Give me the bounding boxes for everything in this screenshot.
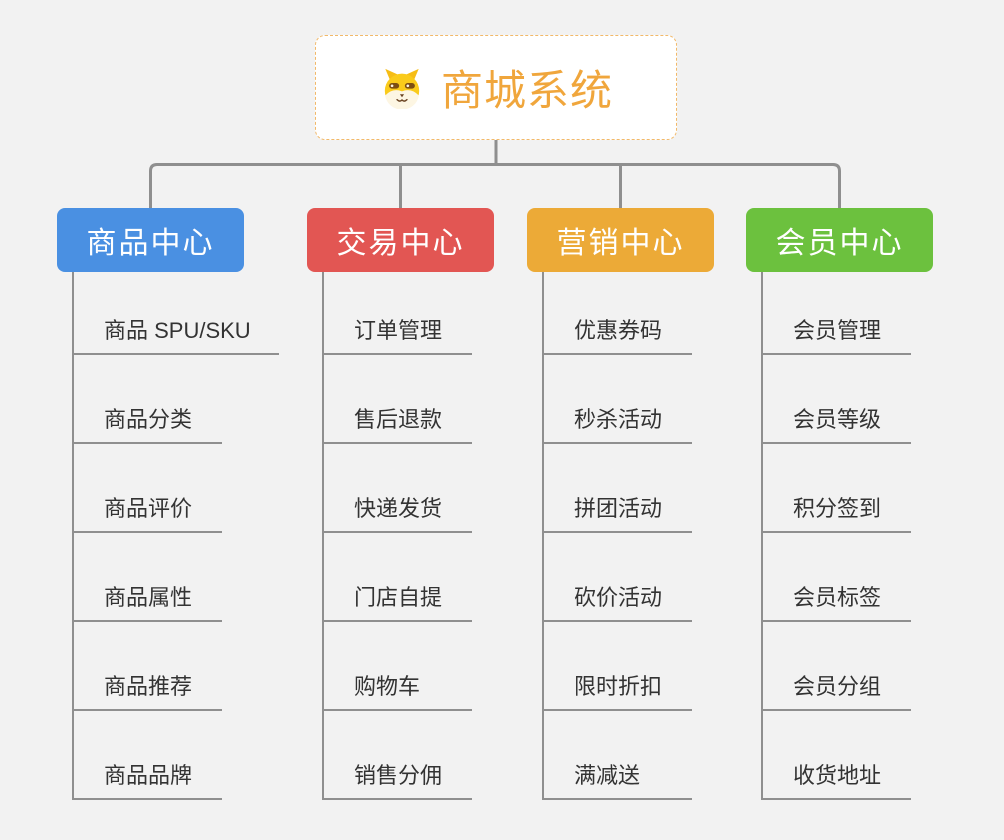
branch-trade-center: 交易中心 订单管理 售后退款 快递发货 门店自提 购物车 销售分佣 (307, 208, 494, 800)
tree-item[interactable]: 会员标签 (761, 533, 911, 622)
tree-item[interactable]: 商品评价 (72, 444, 222, 533)
tree-item[interactable]: 商品分类 (72, 355, 222, 444)
root-node[interactable]: 商城系统 (315, 35, 677, 140)
tree-item[interactable]: 商品属性 (72, 533, 222, 622)
tree-item[interactable]: 秒杀活动 (542, 355, 692, 444)
branch-header-trade[interactable]: 交易中心 (307, 208, 494, 272)
branch-items: 商品 SPU/SKU 商品分类 商品评价 商品属性 商品推荐 商品品牌 (72, 272, 279, 800)
tree-item[interactable]: 商品推荐 (72, 622, 222, 711)
branch-items: 优惠券码 秒杀活动 拼团活动 砍价活动 限时折扣 满减送 (542, 272, 692, 800)
tree-item[interactable]: 收货地址 (761, 711, 911, 800)
branch-product-center: 商品中心 商品 SPU/SKU 商品分类 商品评价 商品属性 商品推荐 商品品牌 (57, 208, 279, 800)
branch-bus-line (149, 163, 841, 210)
branch-header-marketing[interactable]: 营销中心 (527, 208, 714, 272)
branch-header-member[interactable]: 会员中心 (746, 208, 933, 272)
branch-marketing-center: 营销中心 优惠券码 秒杀活动 拼团活动 砍价活动 限时折扣 满减送 (527, 208, 714, 800)
tree-item[interactable]: 售后退款 (322, 355, 472, 444)
branch-items: 会员管理 会员等级 积分签到 会员标签 会员分组 收货地址 (761, 272, 911, 800)
branch-header-product[interactable]: 商品中心 (57, 208, 244, 272)
tree-item[interactable]: 销售分佣 (322, 711, 472, 800)
tree-item[interactable]: 会员等级 (761, 355, 911, 444)
tree-item[interactable]: 限时折扣 (542, 622, 692, 711)
tree-item[interactable]: 会员分组 (761, 622, 911, 711)
tree-item[interactable]: 订单管理 (322, 272, 472, 355)
branch-member-center: 会员中心 会员管理 会员等级 积分签到 会员标签 会员分组 收货地址 (746, 208, 933, 800)
tree-item[interactable]: 积分签到 (761, 444, 911, 533)
root-title: 商城系统 (440, 67, 613, 114)
tree-item[interactable]: 商品品牌 (72, 711, 222, 800)
tree-item[interactable]: 快递发货 (322, 444, 472, 533)
tree-item[interactable]: 门店自提 (322, 533, 472, 622)
shiba-dog-icon (379, 67, 425, 109)
tree-item[interactable]: 商品 SPU/SKU (72, 272, 279, 355)
tree-item[interactable]: 砍价活动 (542, 533, 692, 622)
tree-item[interactable]: 优惠券码 (542, 272, 692, 355)
branch-items: 订单管理 售后退款 快递发货 门店自提 购物车 销售分佣 (322, 272, 472, 800)
tree-item[interactable]: 会员管理 (761, 272, 911, 355)
tree-item[interactable]: 满减送 (542, 711, 692, 800)
tree-item[interactable]: 拼团活动 (542, 444, 692, 533)
tree-item[interactable]: 购物车 (322, 622, 472, 711)
